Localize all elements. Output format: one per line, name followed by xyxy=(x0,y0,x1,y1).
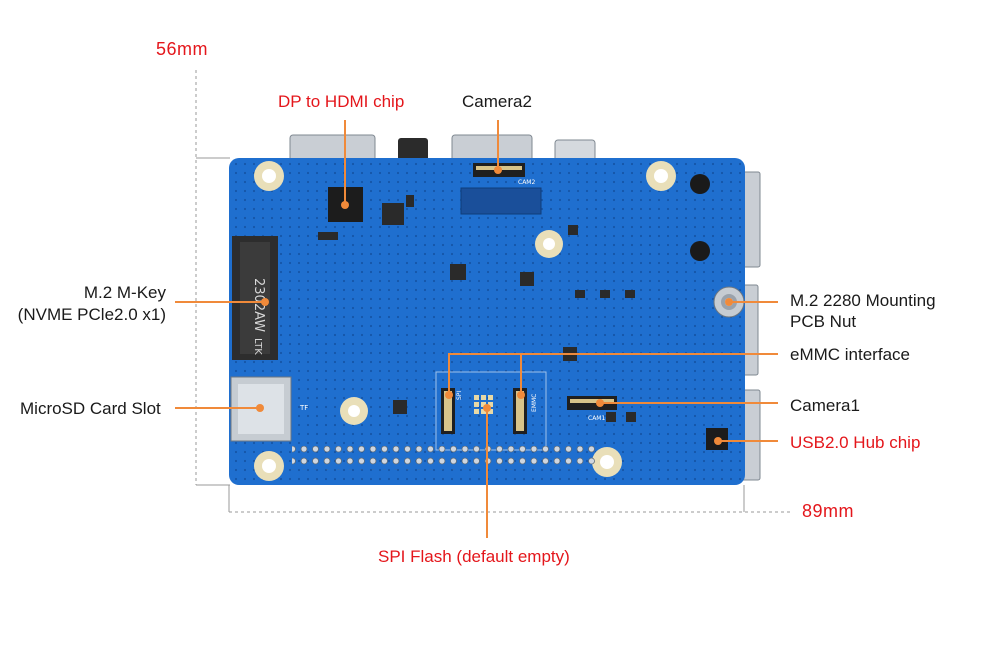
emmc-area: EMMC SPI xyxy=(435,371,547,451)
spi-flash-label: SPI Flash (default empty) xyxy=(378,547,570,566)
gpio-header xyxy=(292,446,598,470)
camera1-connector: CAM1 xyxy=(567,396,617,422)
m2-nut-label-line2: PCB Nut xyxy=(790,312,857,331)
microsd-label: MicroSD Card Slot xyxy=(20,399,161,418)
m2-code-silkscreen: 2302AW xyxy=(251,278,266,332)
spi-flash-pads xyxy=(474,395,493,414)
m2-mkey-label-line2: (NVME PCle2.0 x1) xyxy=(17,305,166,324)
leader-lines xyxy=(175,120,778,538)
components xyxy=(318,174,710,422)
height-dimension xyxy=(195,70,230,486)
width-dimension xyxy=(228,485,790,513)
emmc-label: eMMC interface xyxy=(790,345,910,364)
m2-brand-silkscreen: LTK xyxy=(252,338,263,355)
spi-silkscreen: SPI xyxy=(456,391,463,400)
camera2-connector: CAM2 xyxy=(460,163,542,215)
cam1-silkscreen: CAM1 xyxy=(588,415,605,422)
camera1-label: Camera1 xyxy=(790,396,860,415)
tf-silkscreen: TF xyxy=(299,404,308,412)
m2-mkey-label-line1: M.2 M-Key xyxy=(83,283,166,302)
m2-slot: 2302AW LTK xyxy=(232,236,278,360)
camera2-label: Camera2 xyxy=(462,92,532,111)
emmc-silkscreen: EMMC xyxy=(531,394,538,412)
m2-nut-label-line1: M.2 2280 Mounting xyxy=(790,291,936,310)
height-dimension-label: 56mm xyxy=(156,39,209,59)
cam2-silkscreen: CAM2 xyxy=(518,179,535,186)
usb-hub-chip-label: USB2.0 Hub chip xyxy=(790,433,921,452)
mounting-holes xyxy=(254,161,676,481)
dp-hdmi-chip-label: DP to HDMI chip xyxy=(278,92,405,111)
width-dimension-label: 89mm xyxy=(802,501,855,521)
